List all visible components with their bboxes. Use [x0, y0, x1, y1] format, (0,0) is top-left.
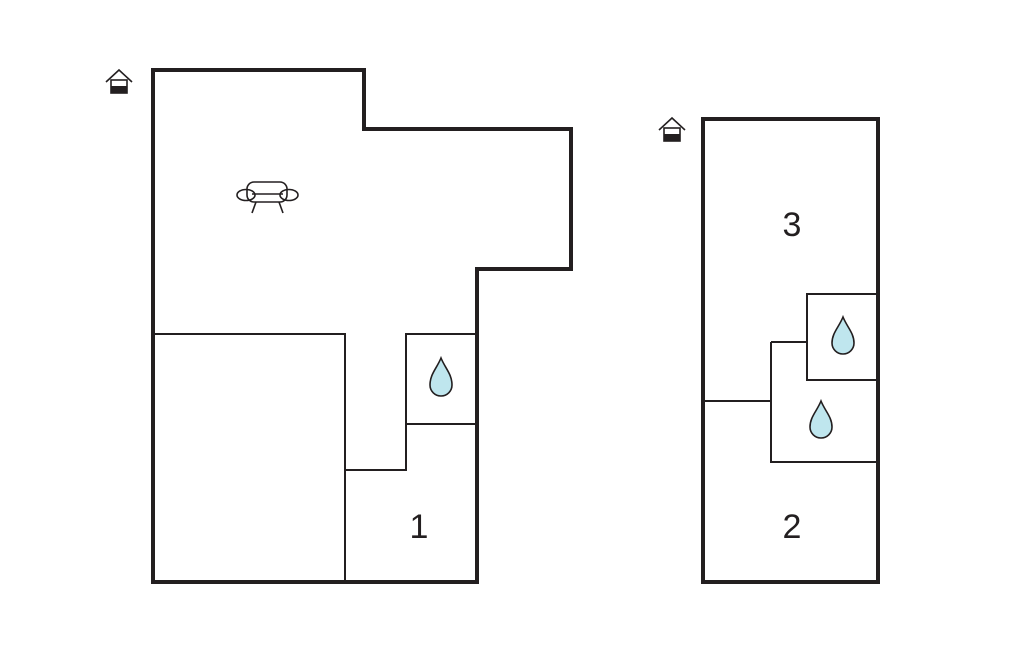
sofa-icon — [236, 181, 299, 214]
room-label-3: 3 — [783, 206, 802, 244]
left-floor-outer-wall — [151, 68, 573, 584]
house-entrance-icon — [658, 116, 686, 142]
right-floor: 3 2 — [658, 116, 880, 584]
water-drop-icon — [429, 355, 453, 397]
room-label-2: 2 — [783, 508, 802, 546]
left-floor-inner-walls — [153, 333, 477, 582]
water-drop-icon — [809, 398, 833, 439]
water-drop-icon — [831, 314, 855, 355]
right-floor-inner-walls — [703, 293, 879, 463]
room-label-1: 1 — [410, 508, 429, 546]
left-floor: 1 — [105, 68, 573, 584]
house-entrance-icon — [105, 68, 133, 94]
